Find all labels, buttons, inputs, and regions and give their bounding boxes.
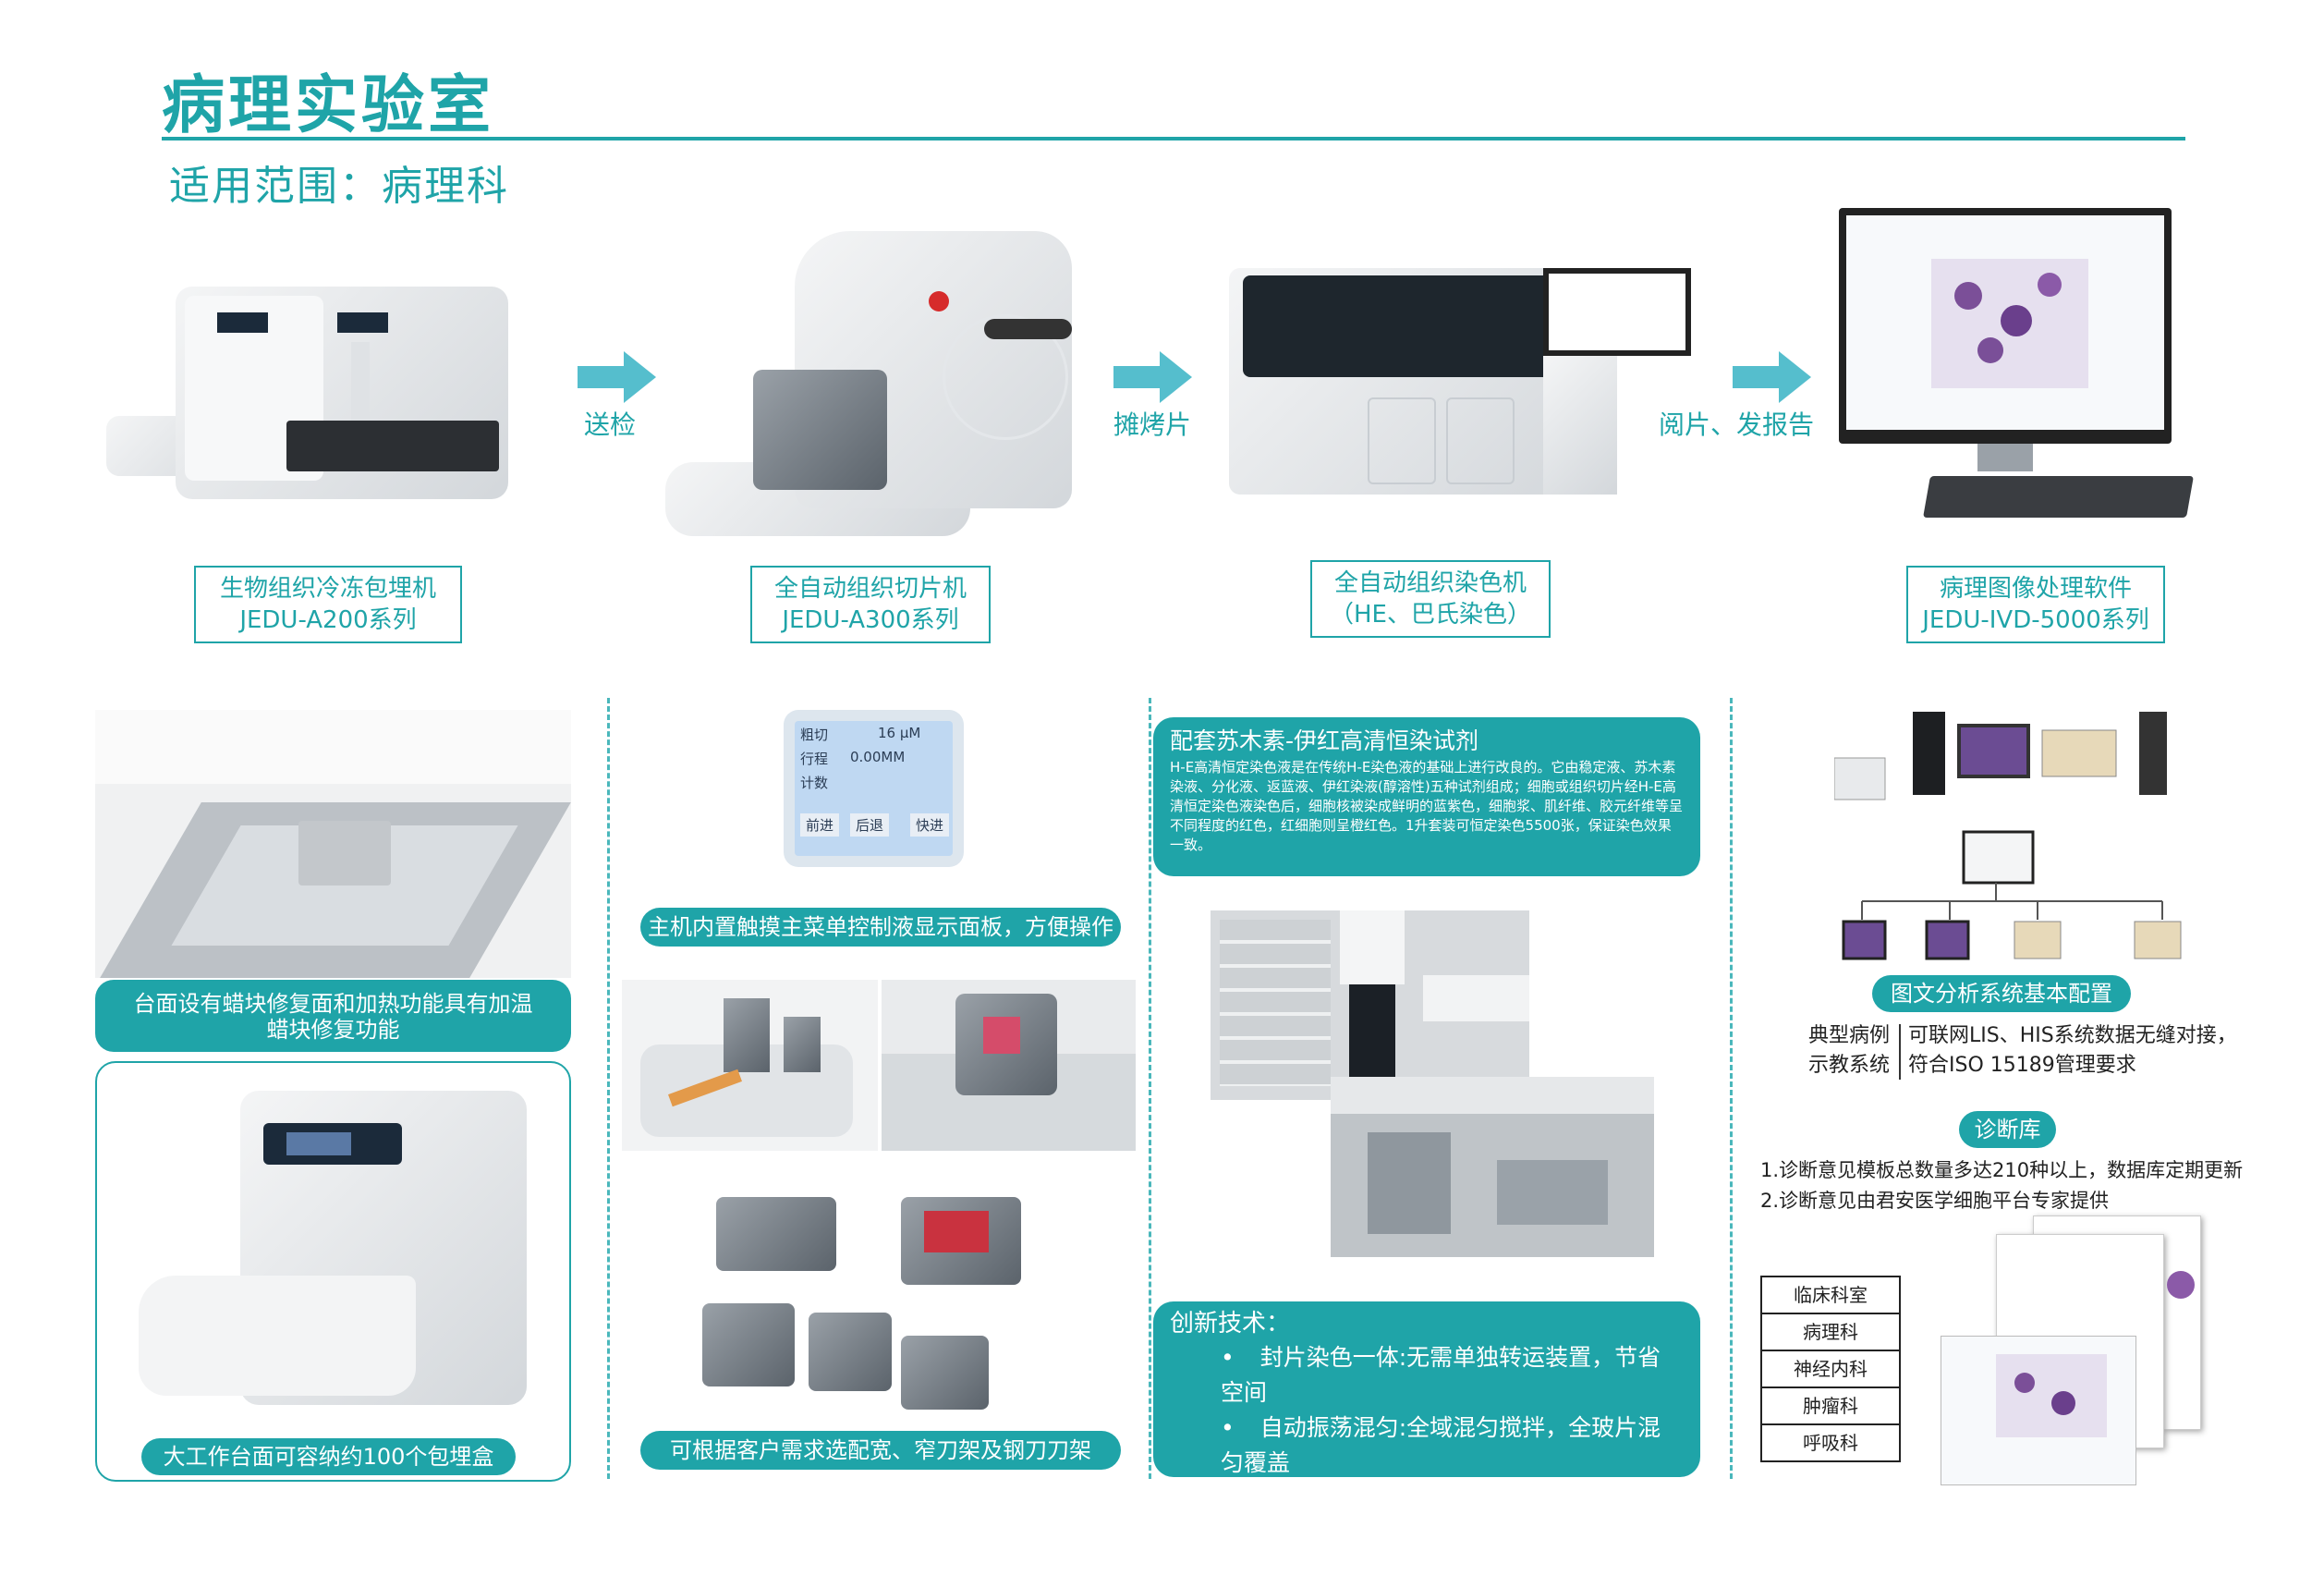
screen-row-value: 16 µM bbox=[878, 725, 921, 741]
screen-row-label: 计数 bbox=[800, 775, 829, 791]
product-label-embedding: 生物组织冷冻包埋机 JEDU-A200系列 bbox=[194, 566, 462, 643]
tech-card: 创新技术： • 封片染色一体:无需单独转运装置，节省空间 • 自动振荡混匀:全域… bbox=[1153, 1301, 1700, 1582]
tech-item: • 磁吸吊臂:吸力牢固，保证染色架平稳运行 bbox=[1221, 1484, 1661, 1546]
department-item: 呼吸科 bbox=[1760, 1425, 1901, 1462]
flow-arrow-icon bbox=[1113, 351, 1192, 403]
embedding-machine-image bbox=[106, 277, 527, 508]
screen-button-forward[interactable]: 前进 bbox=[800, 813, 840, 837]
control-screen: 粗切 16 µM 行程 0.00MM 计数 前进 后退 快进 bbox=[784, 710, 964, 867]
title-divider bbox=[162, 137, 2185, 140]
embedding-panel-frame bbox=[95, 1061, 571, 1482]
flow-arrow-icon bbox=[578, 351, 656, 403]
diag-item: 1.诊断意见模板总数量多达210种以上，数据库定期更新 bbox=[1760, 1159, 2244, 1181]
product-model: （HE、巴氏染色） bbox=[1330, 601, 1531, 629]
department-item: 临床科室 bbox=[1760, 1276, 1901, 1314]
product-name: 生物组织冷冻包埋机 bbox=[219, 575, 436, 603]
department-item: 肿瘤科 bbox=[1760, 1388, 1901, 1425]
config-right-line: 符合ISO 15189管理要求 bbox=[1908, 1054, 2136, 1077]
tech-item: • 封片染色一体:无需单独转运装置，节省空间 bbox=[1221, 1344, 1661, 1406]
screen-row-value: 0.00MM bbox=[850, 749, 906, 765]
diag-list: 1.诊断意见模板总数量多达210种以上，数据库定期更新 2.诊断意见由君安医学细… bbox=[1760, 1155, 2243, 1216]
screen-row-label: 粗切 bbox=[800, 727, 829, 743]
product-label-software: 病理图像处理软件 JEDU-IVD-5000系列 bbox=[1906, 566, 2165, 643]
diag-item: 2.诊断意见由君安医学细胞平台专家提供 bbox=[1760, 1190, 2110, 1212]
page-subtitle: 适用范围：病理科 bbox=[169, 163, 509, 210]
caption-knife-holders: 可根据客户需求选配宽、窄刀架及钢刀刀架 bbox=[640, 1431, 1121, 1470]
reagent-description: H-E高清恒定染色液是在传统H-E染色液的基础上进行改良的。它由稳定液、苏木素染… bbox=[1170, 759, 1684, 853]
report-documents-image bbox=[1941, 1215, 2208, 1485]
stainer-interior-photo-bottom bbox=[1331, 1077, 1654, 1257]
config-separator bbox=[1899, 1024, 1901, 1080]
tech-title: 创新技术： bbox=[1170, 1310, 1291, 1338]
page-title: 病理实验室 bbox=[162, 69, 495, 142]
tech-item: • 自动振荡混匀:全域混匀搅拌，全玻片混匀覆盖 bbox=[1221, 1414, 1661, 1476]
knife-holders-photo bbox=[702, 1192, 1053, 1414]
config-title: 图文分析系统基本配置 bbox=[1872, 975, 2131, 1012]
departments-list: 临床科室 病理科 神经内科 肿瘤科 呼吸科 bbox=[1760, 1276, 1901, 1462]
knife-holder-photo-left bbox=[622, 980, 878, 1151]
product-label-stainer: 全自动组织染色机 （HE、巴氏染色） bbox=[1310, 560, 1551, 638]
product-name: 病理图像处理软件 bbox=[1939, 575, 2132, 603]
caption-control-panel: 主机内置触摸主菜单控制液显示面板，方便操作 bbox=[640, 908, 1121, 947]
reagent-card: 配套苏木素-伊红高清恒染试剂 H-E高清恒定染色液是在传统H-E染色液的基础上进… bbox=[1153, 717, 1700, 876]
flow-arrow-icon bbox=[1733, 351, 1811, 403]
network-diagram bbox=[1834, 712, 2182, 960]
tech-item: • 独立控温:多参数并行控温 bbox=[1221, 1555, 1523, 1582]
product-model: JEDU-A200系列 bbox=[239, 606, 417, 634]
product-name: 全自动组织切片机 bbox=[773, 575, 967, 603]
flow-step-report: 阅片、发报告 bbox=[1659, 409, 1815, 440]
column-divider bbox=[607, 698, 610, 1479]
embedding-tabletop-photo bbox=[95, 710, 571, 978]
config-right-line: 可联网LIS、HIS系统数据无缝对接， bbox=[1908, 1024, 2237, 1047]
flow-step-send: 送检 bbox=[584, 409, 637, 440]
diag-title: 诊断库 bbox=[1959, 1111, 2056, 1148]
knife-holder-photo-right bbox=[882, 980, 1136, 1151]
embedding-front-photo bbox=[139, 1091, 527, 1405]
product-name: 全自动组织染色机 bbox=[1333, 569, 1527, 597]
column-divider bbox=[1730, 698, 1733, 1479]
caption-tabletop: 台面设有蜡块修复面和加热功能具有加温蜡块修复功能 bbox=[95, 980, 571, 1052]
config-left: 典型病例 示教系统 bbox=[1807, 1021, 1890, 1081]
flow-step-bake: 摊烤片 bbox=[1113, 409, 1192, 440]
department-item: 神经内科 bbox=[1760, 1351, 1901, 1388]
screen-button-fast[interactable]: 快进 bbox=[910, 813, 950, 837]
product-label-microtome: 全自动组织切片机 JEDU-A300系列 bbox=[750, 566, 991, 643]
product-model: JEDU-IVD-5000系列 bbox=[1922, 606, 2149, 634]
product-model: JEDU-A300系列 bbox=[782, 606, 959, 634]
column-divider bbox=[1149, 698, 1151, 1479]
microtome-image bbox=[665, 231, 1077, 536]
screen-button-back[interactable]: 后退 bbox=[850, 813, 890, 837]
config-left-line: 示教系统 bbox=[1807, 1054, 1890, 1077]
config-left-line: 典型病例 bbox=[1807, 1024, 1890, 1047]
caption-worktable: 大工作台面可容纳约100个包埋盒 bbox=[141, 1438, 516, 1475]
stainer-interior-photo-top bbox=[1211, 910, 1529, 1100]
software-monitor-image bbox=[1839, 208, 2194, 527]
config-right: 可联网LIS、HIS系统数据无缝对接， 符合ISO 15189管理要求 bbox=[1908, 1021, 2237, 1081]
screen-row-label: 行程 bbox=[800, 751, 829, 767]
reagent-title: 配套苏木素-伊红高清恒染试剂 bbox=[1170, 727, 1479, 754]
stainer-image bbox=[1229, 268, 1691, 508]
department-item: 病理科 bbox=[1760, 1314, 1901, 1351]
